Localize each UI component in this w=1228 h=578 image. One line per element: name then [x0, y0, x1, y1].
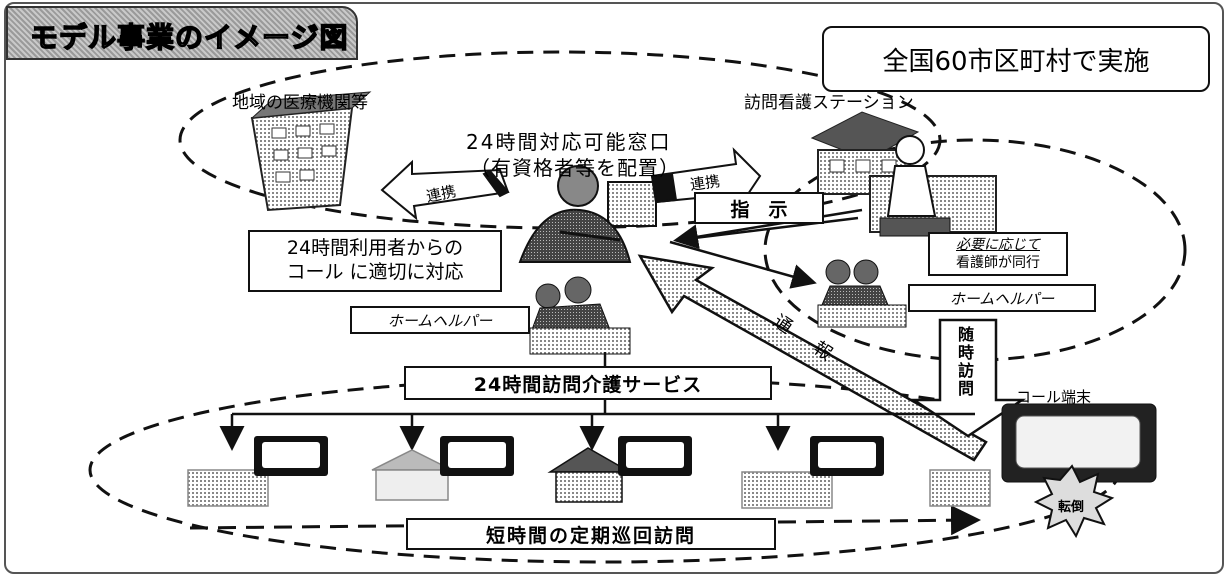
nurse-note-line1: 必要に応じて: [956, 236, 1040, 253]
window-label-line2: （有資格者等を配置）: [470, 156, 680, 180]
fall-label: 転倒: [1058, 500, 1085, 515]
house-icon: [371, 449, 453, 501]
national-note: 全国60市区町村で実施: [882, 46, 1150, 77]
patrol-visit-label: 短時間の定期巡回訪問: [485, 524, 696, 547]
call-handling-line2: コール に適切に対応: [286, 261, 464, 283]
care-service-box: 24時間訪問介護サービス: [404, 366, 772, 400]
on-demand-visit-label: 随時訪問: [955, 326, 974, 398]
visiting-nursing-label: 訪問看護ステーション: [744, 93, 914, 113]
call-terminal-label: コール端末: [1016, 388, 1092, 406]
home-helper-right-box: ホームヘルパー: [908, 284, 1096, 312]
page-title-tab: モデル事業のイメージ図: [6, 6, 358, 60]
call-handling-box: 24時間利用者からの コール に適切に対応: [248, 230, 502, 292]
home-helper-right-label: ホームヘルパー: [949, 289, 1055, 308]
helper-pair-icon: [529, 276, 631, 355]
dispatch-line: [669, 240, 817, 289]
regional-medical-label: 地域の医療機関等: [232, 93, 368, 113]
care-service-label: 24時間訪問介護サービス: [473, 373, 703, 396]
page-title: モデル事業のイメージ図: [29, 20, 349, 54]
window-label-line1: 24時間対応可能窓口: [466, 130, 672, 154]
right-visit-ellipse: [763, 138, 1187, 362]
hospital-building-icon: [250, 91, 372, 212]
nurse-note-box: 必要に応じて 看護師が同行: [928, 232, 1068, 276]
home-helper-left-label: ホームヘルパー: [387, 311, 493, 330]
house-icon: [547, 447, 633, 503]
fall-burst-icon: [1033, 464, 1115, 539]
national-scope-box: 全国60市区町村で実施: [822, 26, 1210, 92]
nurse-note-line2: 看護師が同行: [956, 255, 1040, 271]
report-arrow: [637, 254, 988, 462]
on-demand-visit-arrow: [909, 318, 1027, 438]
helpers-icon: [817, 259, 907, 328]
instruction-label: 指 示: [730, 198, 788, 221]
patrol-visit-box: 短時間の定期巡回訪問: [406, 518, 776, 550]
house-row: [187, 447, 991, 509]
operator-icon: [518, 165, 657, 263]
home-helper-left-box: ホームヘルパー: [350, 306, 530, 334]
call-handling-line1: 24時間利用者からの: [286, 237, 464, 260]
instruction-box: 指 示: [694, 192, 824, 224]
call-terminal-icon: [1001, 403, 1157, 483]
nurse-icon: [869, 135, 997, 237]
coop-left-arrow: [380, 159, 510, 221]
